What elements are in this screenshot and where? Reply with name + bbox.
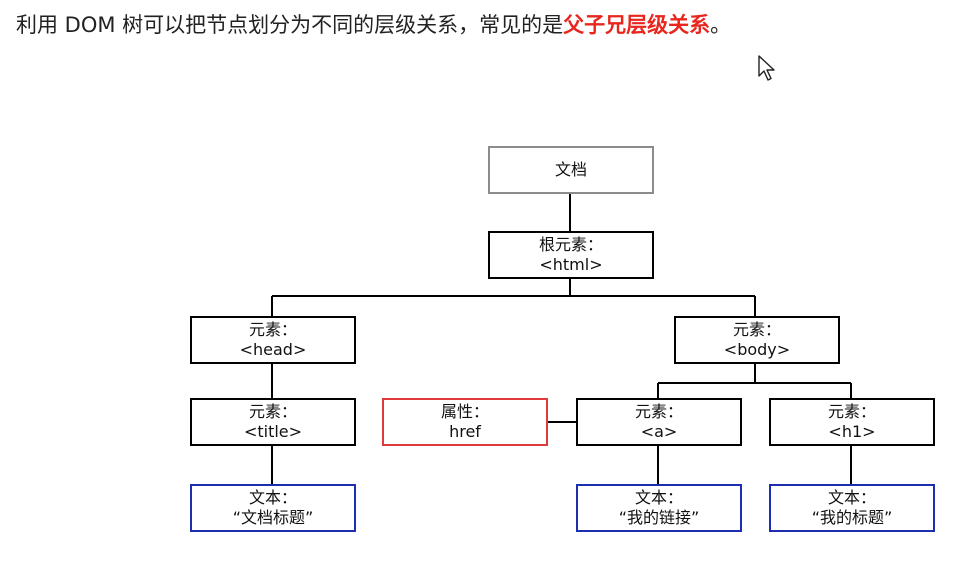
node-root-tag: <html> [539, 255, 603, 274]
node-text-title-value: “文档标题” [232, 508, 314, 527]
node-attribute-value: href [449, 422, 481, 441]
node-h1: 元素： <h1> [769, 398, 935, 446]
node-text-h1: 文本： “我的标题” [769, 484, 935, 532]
node-title-tag: <title> [243, 422, 303, 441]
node-text-title-label: 文本： [248, 488, 297, 507]
node-attribute-href: 属性： href [382, 398, 548, 446]
node-document-label: 文档 [554, 160, 587, 179]
node-head-label: 元素： [248, 320, 297, 339]
heading-suffix: 。 [710, 13, 732, 37]
node-head: 元素： <head> [190, 316, 356, 364]
node-a-label: 元素： [634, 402, 683, 421]
node-h1-tag: <h1> [828, 422, 876, 441]
node-text-h1-value: “我的标题” [811, 508, 893, 527]
node-text-link: 文本： “我的链接” [576, 484, 742, 532]
heading-text: 利用 DOM 树可以把节点划分为不同的层级关系，常见的是 [16, 13, 564, 37]
node-text-title: 文本： “文档标题” [190, 484, 356, 532]
node-text-link-label: 文本： [634, 488, 683, 507]
node-title-label: 元素： [248, 402, 297, 421]
node-h1-label: 元素： [827, 402, 876, 421]
node-text-link-value: “我的链接” [618, 508, 700, 527]
node-head-tag: <head> [239, 340, 307, 359]
node-root-label: 根元素： [538, 235, 603, 254]
node-document: 文档 [488, 146, 654, 194]
node-body: 元素： <body> [674, 316, 840, 364]
node-a: 元素： <a> [576, 398, 742, 446]
node-body-tag: <body> [723, 340, 791, 359]
node-attribute-label: 属性： [440, 402, 489, 421]
heading-highlight: 父子兄层级关系 [563, 13, 711, 37]
node-text-h1-label: 文本： [827, 488, 876, 507]
node-root-html: 根元素： <html> [488, 231, 654, 279]
node-title: 元素： <title> [190, 398, 356, 446]
page-heading: 利用 DOM 树可以把节点划分为不同的层级关系，常见的是父子兄层级关系。 [16, 10, 731, 40]
mouse-cursor-icon [758, 55, 775, 81]
node-a-tag: <a> [640, 422, 678, 441]
node-body-label: 元素： [732, 320, 781, 339]
